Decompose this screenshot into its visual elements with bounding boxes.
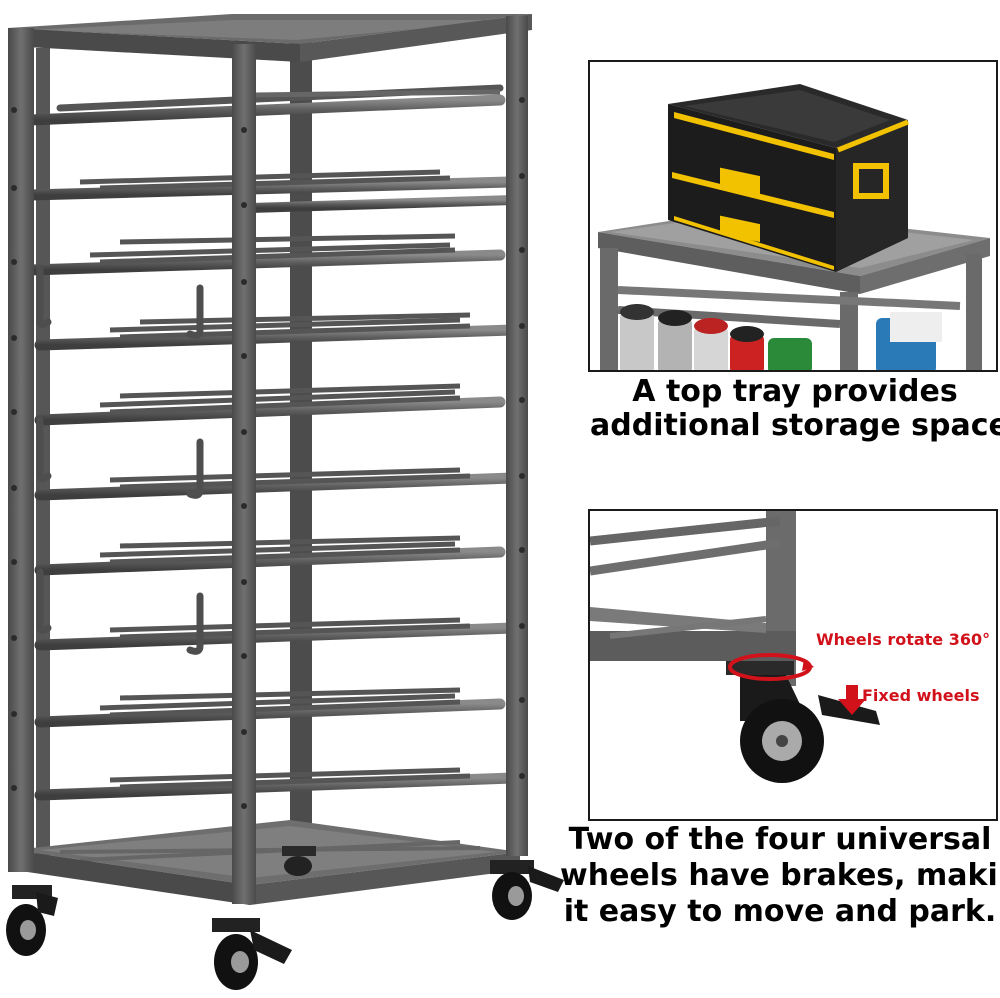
top-tray — [8, 28, 300, 62]
toolbox — [668, 84, 909, 272]
back-post-right — [290, 40, 312, 860]
wheels-caption-line3: it easy to move and park. — [563, 894, 997, 929]
top-tray-caption-line1: A top tray provides — [632, 374, 958, 409]
caster-wheel-front-left — [6, 885, 58, 956]
top-tray-closeup — [598, 84, 990, 370]
brake-down-arrow-icon — [838, 685, 866, 715]
caster-wheel-front-center — [212, 918, 292, 990]
wheel-inset — [588, 509, 998, 821]
side-hooks — [36, 264, 204, 655]
caster-wheel-back — [282, 846, 316, 876]
toolbox-drawer-handle-bottom — [720, 215, 760, 243]
shelf-rods — [24, 84, 520, 801]
wheel-closeup — [590, 511, 880, 783]
front-post-center — [232, 44, 256, 904]
top-tray-inset — [588, 60, 998, 372]
toolbox-drawer-handle-top — [720, 167, 760, 195]
bottom-tray — [14, 850, 250, 905]
wheels-caption-line1: Two of the four universal — [568, 822, 992, 857]
rack-illustration — [6, 14, 564, 990]
top-tray-caption: A top tray provides additional storage s… — [590, 375, 1000, 442]
spray-cans — [620, 304, 942, 370]
storage-rack-photo — [6, 14, 564, 990]
caster-wheel-closeup — [726, 661, 880, 783]
wheels-rotate-callout: Wheels rotate 360° — [816, 630, 991, 649]
caster-wheel-front-right — [490, 860, 564, 920]
top-tray-caption-line2: additional storage space. — [590, 407, 1000, 443]
fixed-wheels-callout: Fixed wheels — [862, 686, 980, 705]
wheels-caption-line2: wheels have brakes, making — [560, 858, 1000, 893]
post-bolts — [11, 97, 525, 809]
front-post-right — [506, 16, 528, 856]
tray-edge — [598, 232, 860, 294]
wheels-caption: Two of the four universal wheels have br… — [560, 822, 1000, 930]
front-post-left — [8, 28, 34, 872]
